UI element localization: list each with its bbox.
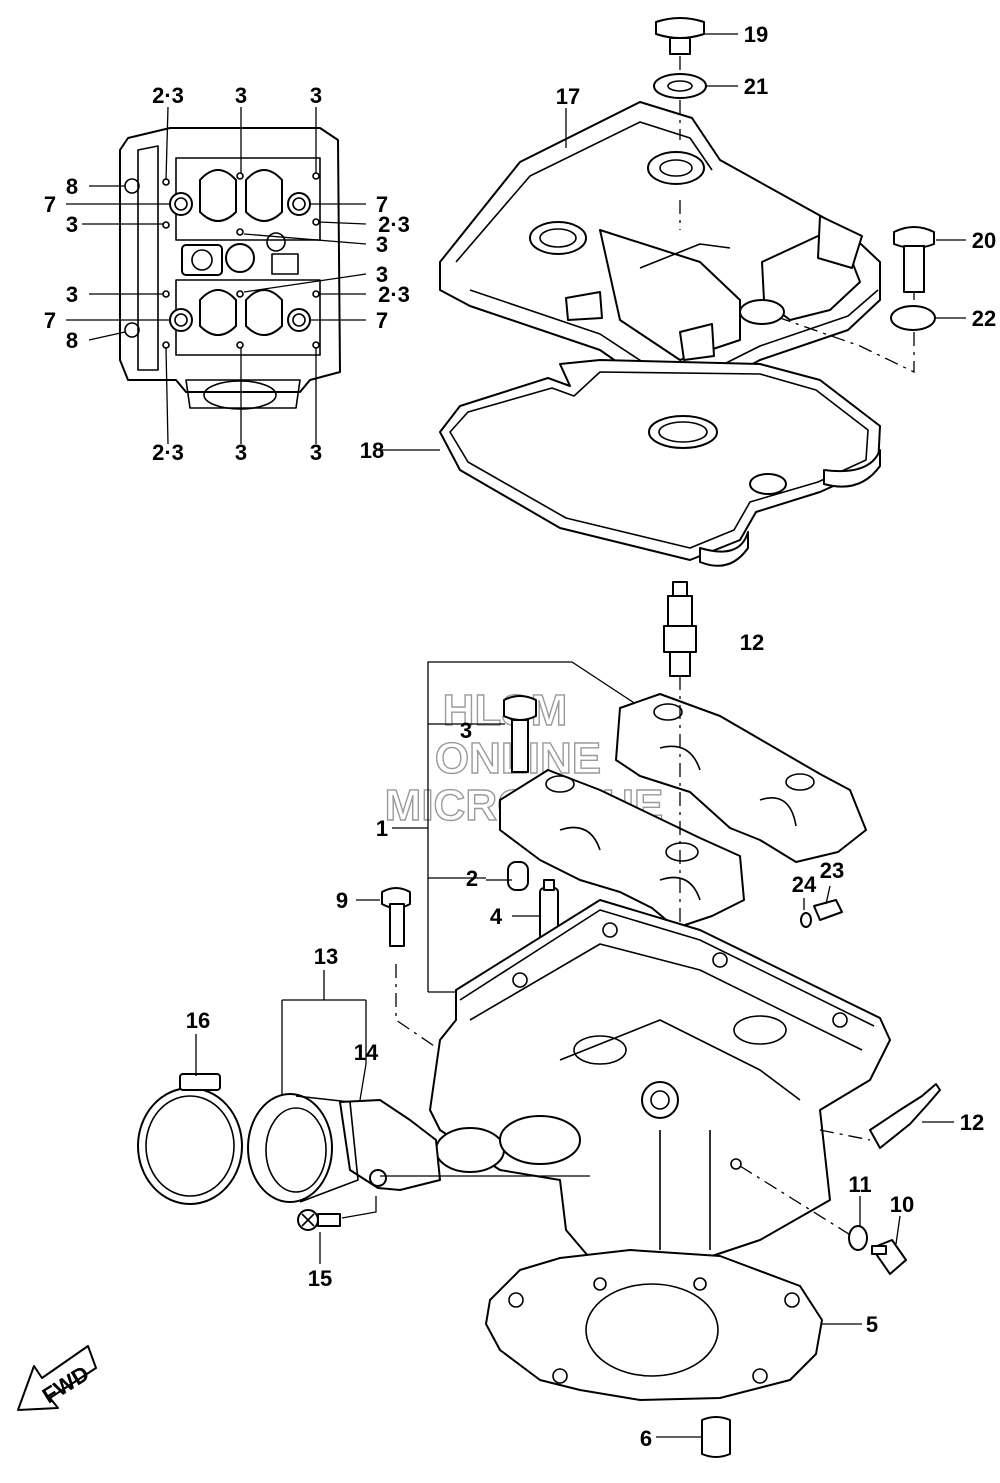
head-top-view <box>66 106 367 445</box>
callout-2-3-top-left: 2·3 <box>152 83 184 108</box>
callout-14: 14 <box>354 1040 379 1065</box>
callout-2-3-bottom-left: 2·3 <box>152 440 184 465</box>
callout-18: 18 <box>360 438 384 463</box>
callout-3-left-1: 3 <box>66 212 78 237</box>
callout-2: 2 <box>466 866 478 891</box>
callout-3-right-1: 3 <box>376 232 388 257</box>
fwd-arrow: FWD <box>17 1345 97 1411</box>
callout-11: 11 <box>848 1172 871 1197</box>
callout-10: 10 <box>890 1192 914 1217</box>
callout-5: 5 <box>866 1312 878 1337</box>
callout-7-upper-left: 7 <box>44 192 56 217</box>
callout-7-upper-right: 7 <box>376 192 388 217</box>
callout-9: 9 <box>336 888 348 913</box>
callout-3-bottom-1: 3 <box>235 440 247 465</box>
callout-3-top-2: 3 <box>310 83 322 108</box>
callout-15: 15 <box>308 1266 332 1291</box>
callout-1: 1 <box>376 816 388 841</box>
callout-2-3-right-2: 2·3 <box>378 282 410 307</box>
callout-22: 22 <box>972 306 996 331</box>
callout-3-bottom-2: 3 <box>310 440 322 465</box>
callout-16: 16 <box>186 1008 210 1033</box>
callout-3-middle: 3 <box>460 718 472 743</box>
valve-cover-group <box>380 17 966 567</box>
callout-20: 20 <box>972 228 996 253</box>
callout-24: 24 <box>792 872 817 897</box>
callout-17: 17 <box>556 84 580 109</box>
callout-3-right-2: 3 <box>376 262 388 287</box>
callout-8-lower: 8 <box>66 328 78 353</box>
callout-23: 23 <box>820 858 844 883</box>
callout-19: 19 <box>744 22 768 47</box>
cylinder-head-group <box>137 899 954 1458</box>
callout-6: 6 <box>640 1426 652 1451</box>
callout-13: 13 <box>314 944 338 969</box>
cam-holder-group <box>356 581 867 1051</box>
callout-3-left-2: 3 <box>66 282 78 307</box>
callout-labels: 2·3 3 3 8 7 3 7 2·3 3 3 3 2·3 7 7 8 2·3 … <box>44 22 996 1451</box>
callout-12-lower: 12 <box>960 1110 984 1135</box>
callout-21: 21 <box>744 74 768 99</box>
callout-7-lower-right: 7 <box>376 308 388 333</box>
callout-2-3-right-1: 2·3 <box>378 212 410 237</box>
callout-8-upper: 8 <box>66 174 78 199</box>
callout-7-lower-left: 7 <box>44 308 56 333</box>
callout-12-upper: 12 <box>740 630 764 655</box>
callout-3-top-1: 3 <box>235 83 247 108</box>
callout-4: 4 <box>490 904 503 929</box>
